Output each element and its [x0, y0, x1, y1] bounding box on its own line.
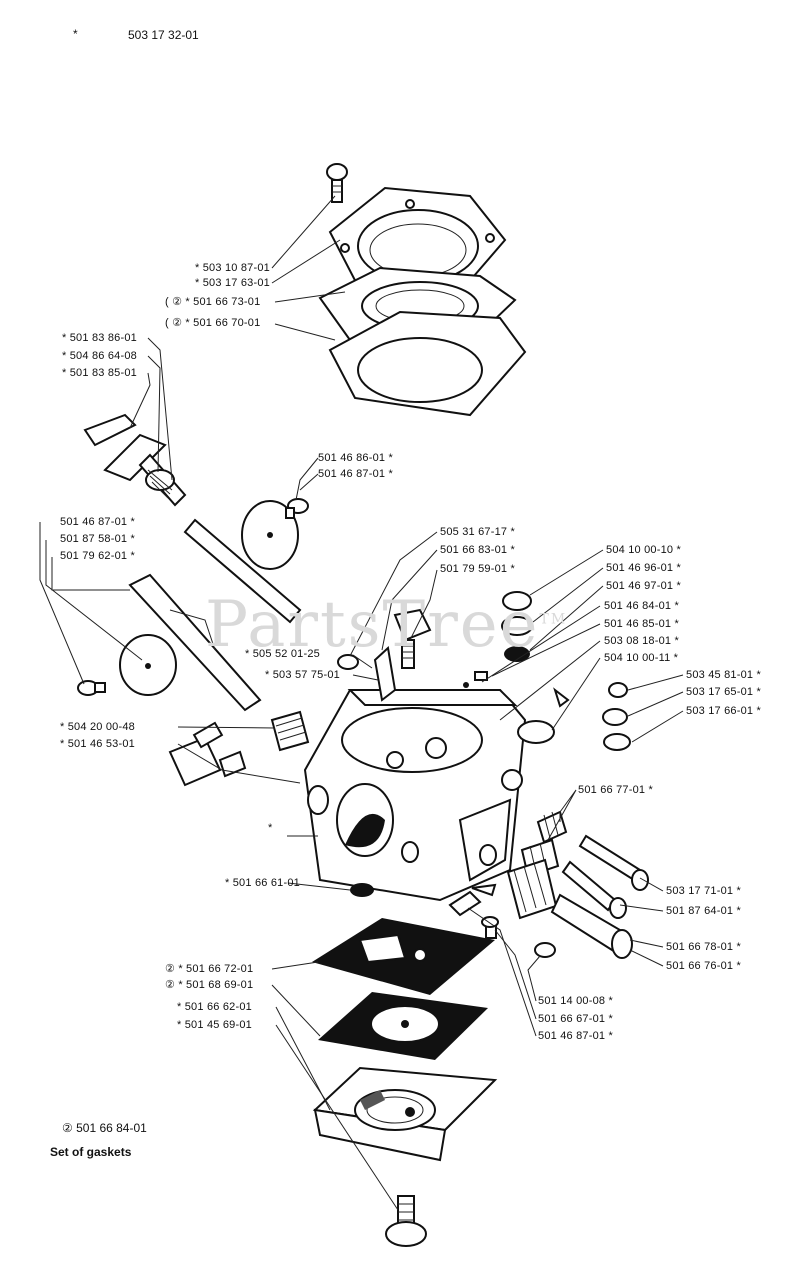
- choke-spring: [270, 710, 310, 752]
- throttle-disc: [241, 498, 309, 570]
- part-label[interactable]: * 505 52 01-25: [245, 648, 320, 660]
- part-label[interactable]: 501 14 00-08 *: [538, 995, 613, 1007]
- watermark-mark: TM: [539, 611, 568, 628]
- choke-shaft: [77, 573, 262, 712]
- part-label[interactable]: 501 87 58-01 *: [60, 533, 135, 545]
- carburetor-body: [303, 689, 527, 902]
- needle-valve-parts: [337, 608, 570, 708]
- part-label[interactable]: 503 45 81-01 *: [686, 669, 761, 681]
- part-label[interactable]: 501 46 86-01 *: [318, 452, 393, 464]
- metering-cover: [312, 1066, 498, 1162]
- part-label[interactable]: 503 17 66-01 *: [686, 705, 761, 717]
- part-label[interactable]: ( ② * 501 66 73-01: [165, 296, 261, 308]
- watermark-text: PartsTree: [205, 588, 540, 662]
- part-label[interactable]: * 501 83 85-01: [62, 367, 137, 379]
- part-label[interactable]: 501 46 96-01 *: [606, 562, 681, 574]
- part-label[interactable]: 501 46 97-01 *: [606, 580, 681, 592]
- header-part-number: 503 17 32-01: [128, 28, 199, 42]
- part-label[interactable]: ② * 501 68 69-01: [165, 979, 254, 991]
- part-label[interactable]: * 503 17 63-01: [195, 277, 270, 289]
- part-label[interactable]: * 504 86 64-08: [62, 350, 137, 362]
- cover-screw: [326, 163, 348, 203]
- filter-screen-stack: [501, 591, 555, 744]
- part-label[interactable]: ( ② * 501 66 70-01: [165, 317, 261, 329]
- part-label[interactable]: * 503 57 75-01: [265, 669, 340, 681]
- part-label[interactable]: 503 17 71-01 *: [666, 885, 741, 897]
- watermark: PartsTreeTM: [205, 588, 567, 662]
- part-label[interactable]: * 501 66 62-01: [177, 1001, 252, 1013]
- metering-gasket: [312, 918, 495, 995]
- part-label[interactable]: 501 66 77-01 *: [578, 784, 653, 796]
- part-label[interactable]: 501 66 67-01 *: [538, 1013, 613, 1025]
- part-label[interactable]: * 501 46 53-01: [60, 738, 135, 750]
- part-label[interactable]: ② * 501 66 72-01: [165, 963, 254, 975]
- part-label[interactable]: * 503 10 87-01: [195, 262, 270, 274]
- gasket-set-label: Set of gaskets: [50, 1145, 132, 1159]
- part-label[interactable]: 501 87 64-01 *: [666, 905, 741, 917]
- metering-diaphragm: [318, 992, 488, 1060]
- inlet-cover-parts: [602, 682, 631, 751]
- part-label[interactable]: 501 46 87-01 *: [318, 468, 393, 480]
- part-label[interactable]: 501 66 83-01 *: [440, 544, 515, 556]
- leader-lines: [39, 195, 684, 1211]
- bottom-screw: [385, 1195, 427, 1247]
- part-label[interactable]: * 504 20 00-48: [60, 721, 135, 733]
- part-label[interactable]: * 501 83 86-01: [62, 332, 137, 344]
- fuel-inlet-elbow: [168, 721, 247, 787]
- part-label[interactable]: 504 10 00-10 *: [606, 544, 681, 556]
- part-label[interactable]: 501 66 76-01 *: [666, 960, 741, 972]
- part-label[interactable]: 504 10 00-11 *: [604, 652, 679, 664]
- part-label[interactable]: 501 46 87-01 *: [538, 1030, 613, 1042]
- adjustment-needles: [506, 810, 649, 959]
- gasket-set-part[interactable]: ② 501 66 84-01: [62, 1121, 147, 1135]
- part-label[interactable]: 501 79 59-01 *: [440, 563, 515, 575]
- part-label[interactable]: 501 46 85-01 *: [604, 618, 679, 630]
- part-label[interactable]: *: [268, 822, 273, 834]
- part-label[interactable]: 501 66 78-01 *: [666, 941, 741, 953]
- throttle-shaft: [83, 413, 302, 624]
- metering-lever-parts: [350, 883, 556, 958]
- part-label[interactable]: 501 46 84-01 *: [604, 600, 679, 612]
- pump-gasket: [328, 310, 527, 417]
- part-label[interactable]: * 501 66 61-01: [225, 877, 300, 889]
- part-label[interactable]: * 501 45 69-01: [177, 1019, 252, 1031]
- part-label[interactable]: 501 46 87-01 *: [60, 516, 135, 528]
- part-label[interactable]: 501 79 62-01 *: [60, 550, 135, 562]
- header-star: *: [73, 27, 78, 41]
- part-label[interactable]: 503 17 65-01 *: [686, 686, 761, 698]
- part-label[interactable]: 503 08 18-01 *: [604, 635, 679, 647]
- part-label[interactable]: 505 31 67-17 *: [440, 526, 515, 538]
